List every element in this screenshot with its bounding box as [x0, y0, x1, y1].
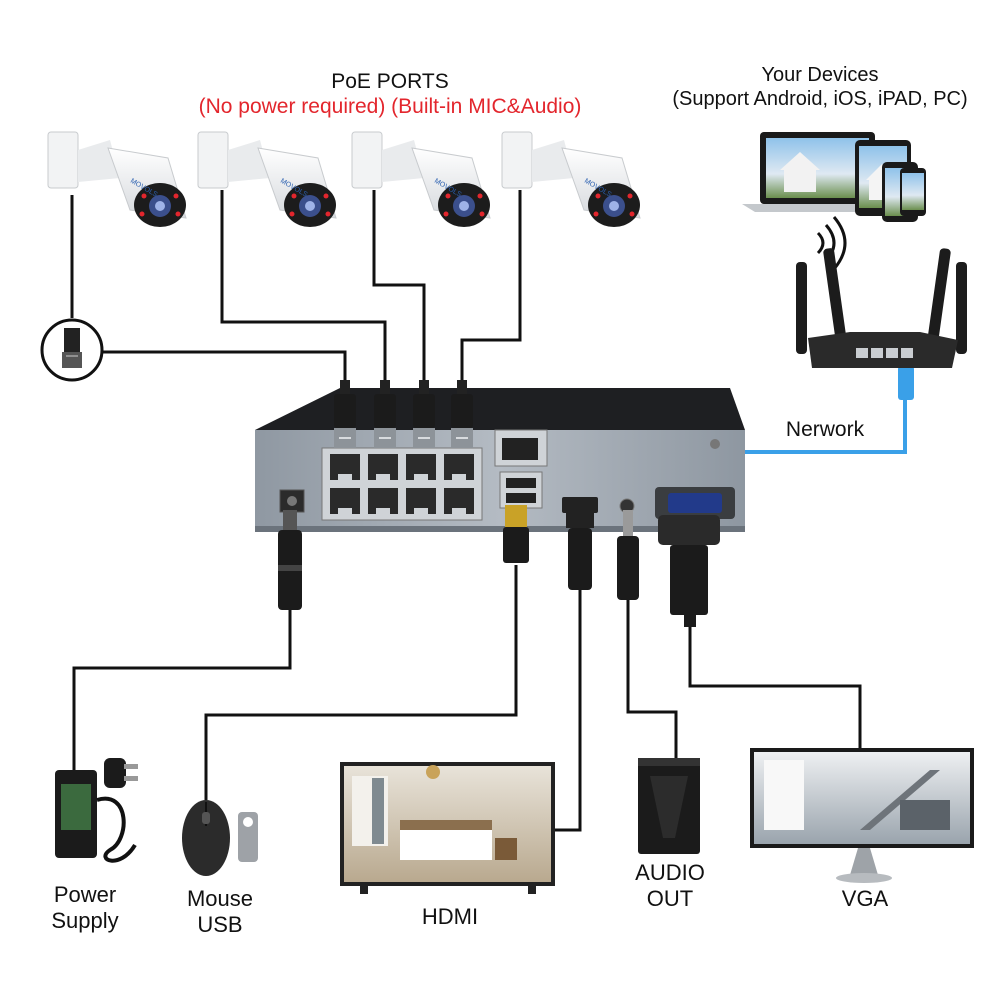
- hdmi-cable: [555, 590, 582, 832]
- audio-connector: [617, 510, 639, 600]
- camera-4: MOVOLS: [501, 131, 641, 227]
- poe-ports: [330, 454, 474, 514]
- mouse-label-line2: USB: [197, 911, 243, 937]
- usb-cable: [204, 565, 518, 800]
- audio-label-line2: OUT: [646, 885, 694, 911]
- poe-ports-subtitle: (No power required) (Built-in MIC&Audio): [198, 94, 582, 118]
- audio-cable: [626, 600, 678, 758]
- your-devices-title: Your Devices: [761, 64, 879, 86]
- rj45-zoom-magnifier: [40, 318, 104, 382]
- wifi-router: [796, 248, 967, 368]
- small-phone-icon: [900, 168, 926, 216]
- rj45-plug: [334, 380, 356, 448]
- hdmi-tv: [340, 762, 555, 894]
- camera-3-cable: [372, 190, 426, 388]
- nvr-top: [255, 388, 745, 430]
- usb-drive-icon: [238, 812, 258, 862]
- power-cable: [72, 610, 292, 770]
- rj45-plug: [374, 380, 396, 448]
- poe-ports-label: PoE PORTS (No power required) (Built-in …: [190, 70, 590, 120]
- camera-2-cable: [220, 190, 387, 388]
- router-network-plug: [898, 366, 914, 400]
- peripheral-cables: [72, 565, 862, 832]
- hdmi-label: HDMI: [421, 904, 479, 929]
- network-label: Nerwork: [785, 418, 865, 441]
- vga-monitor: [750, 748, 974, 883]
- your-devices-subtitle: (Support Android, iOS, iPAD, PC): [672, 87, 968, 110]
- poe-plugs: [334, 380, 473, 448]
- audio-out-label: AUDIO OUT: [615, 860, 725, 912]
- nvr-hdmi-port: [562, 497, 598, 513]
- camera-cables: [70, 190, 522, 388]
- usb-connector: [503, 505, 529, 563]
- power-connector: [278, 510, 302, 610]
- vga-connector: [658, 515, 720, 627]
- audio-speaker: [638, 758, 700, 854]
- power-adapter: [55, 758, 138, 863]
- poe-ports-title: PoE PORTS: [331, 70, 449, 93]
- vga-cable: [688, 625, 862, 748]
- audio-label-line1: AUDIO: [635, 860, 705, 885]
- camera-1: MOVOLS: [47, 131, 187, 227]
- your-devices-label: Your Devices (Support Android, iOS, iPAD…: [640, 64, 1000, 111]
- mouse-usb-label: Mouse USB: [170, 886, 270, 938]
- nvr-recorder: [255, 388, 745, 532]
- hdmi-connector: [566, 510, 594, 590]
- user-devices: [742, 132, 926, 222]
- camera-4-cable: [460, 190, 522, 388]
- vga-label: VGA: [841, 886, 889, 911]
- power-label-line1: Power: [53, 882, 117, 907]
- camera-1-cable-lower: [100, 350, 347, 388]
- camera-2: MOVOLS: [197, 131, 337, 227]
- rj45-plug: [413, 380, 435, 448]
- power-label-line2: Supply: [51, 907, 119, 933]
- camera-3: MOVOLS: [351, 131, 491, 227]
- mouse-icon: [182, 800, 230, 876]
- rj45-plug: [451, 380, 473, 448]
- mouse-label-line1: Mouse: [186, 886, 254, 911]
- power-supply-label: Power Supply: [30, 882, 140, 934]
